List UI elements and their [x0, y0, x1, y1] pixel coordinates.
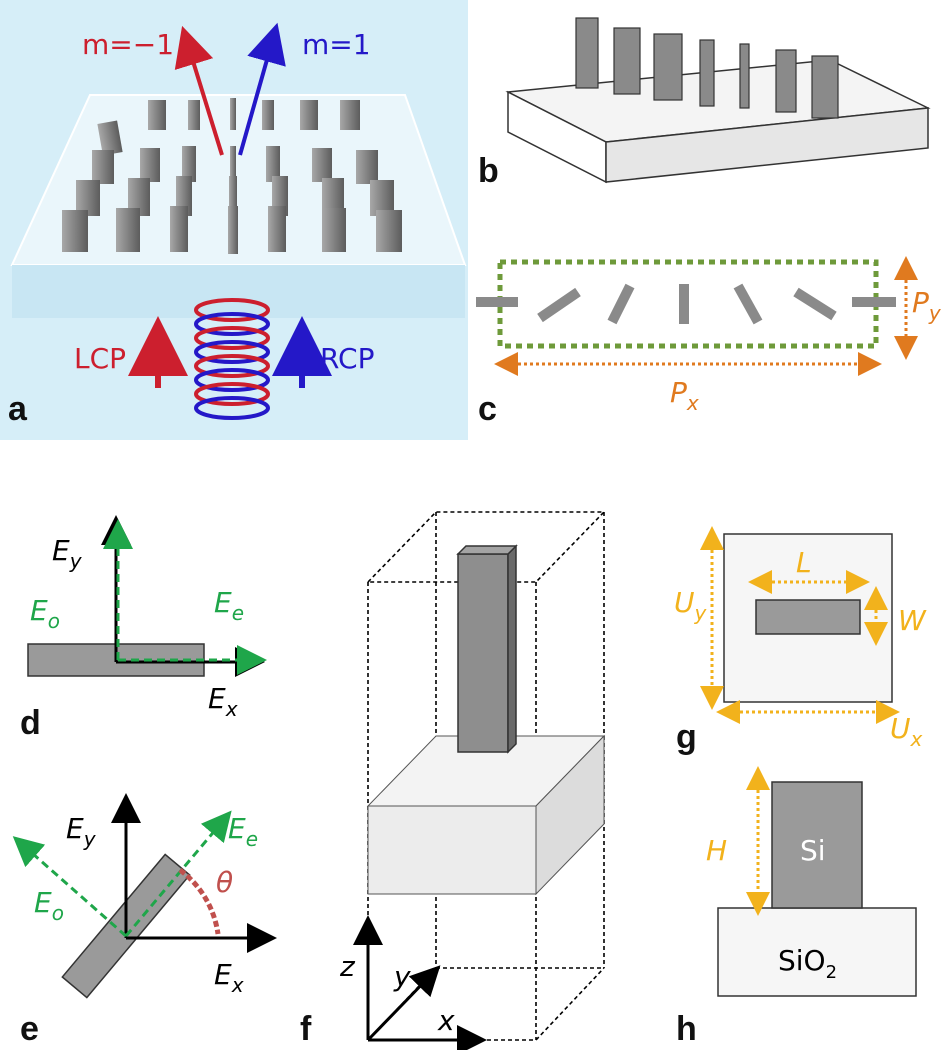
pillar	[699, 39, 715, 107]
panel-letter-b: b	[478, 152, 499, 190]
pillar	[613, 27, 641, 95]
panel-d: Ey Eo Ee Ex d	[20, 515, 267, 742]
pillar-row	[575, 17, 839, 119]
pillar	[733, 283, 763, 325]
pillar	[140, 148, 160, 182]
pillar	[170, 206, 188, 252]
pillar	[148, 100, 166, 130]
pillar	[268, 206, 286, 252]
panel-letter-d: d	[20, 704, 41, 742]
m-plus-label: m=1	[302, 28, 371, 61]
z-axis-label: z	[339, 950, 356, 983]
pillar	[340, 100, 360, 130]
pillar	[128, 178, 150, 216]
panel-g: L W Uy Ux g	[674, 526, 927, 756]
pillar-array	[62, 98, 402, 254]
panel-letter-h: h	[676, 1010, 697, 1048]
x-axis-label: x	[437, 1004, 455, 1037]
pillar	[811, 55, 839, 119]
pillar	[322, 178, 344, 216]
panel-letter-g: g	[676, 718, 697, 756]
pillar	[775, 49, 797, 113]
pillar	[228, 206, 238, 254]
panel-b: b	[478, 17, 931, 190]
W-label: W	[898, 604, 927, 637]
pillar-side	[507, 544, 517, 754]
rcp-label: RCP	[320, 342, 375, 375]
pillar	[62, 210, 88, 252]
m-plus-beam-arrow	[238, 22, 286, 156]
panel-h: H Si SiO2 h	[676, 766, 917, 1048]
pillar	[322, 208, 346, 252]
eo-field-arrow	[12, 836, 127, 938]
pillar	[739, 43, 750, 109]
pillar	[262, 100, 274, 130]
pillar-orientation-row	[476, 283, 896, 325]
H-label: H	[706, 834, 727, 867]
pillar-front	[457, 553, 509, 753]
panel-c: Px Py c	[476, 256, 942, 428]
e-ey-label: Ey	[66, 812, 97, 851]
pillar	[116, 208, 140, 252]
py-label: Py	[912, 286, 942, 325]
si-label: Si	[800, 834, 826, 867]
Uy-label: Uy	[674, 586, 708, 625]
pillar	[92, 150, 114, 184]
sio2-label: SiO2	[778, 944, 837, 983]
d-ee-label: Ee	[214, 586, 244, 625]
pillar	[230, 98, 236, 130]
ee-field-arrow	[124, 810, 232, 937]
px-label: Px	[670, 376, 699, 415]
helix-icon	[194, 298, 270, 420]
substrate-block-front	[367, 805, 537, 895]
e-ee-label: Ee	[228, 812, 258, 851]
pillar	[188, 100, 200, 130]
pillar	[356, 150, 378, 184]
y-axis-label: y	[393, 960, 411, 993]
panel-e: θ Ey Ee Eo Ex e	[12, 793, 277, 1048]
substrate-side-view	[717, 907, 917, 997]
pillar-side-view	[771, 781, 863, 909]
substrate-block-side	[535, 734, 605, 896]
theta-label: θ	[216, 866, 233, 899]
pillar	[229, 176, 237, 216]
pillar	[653, 33, 683, 101]
pillar	[575, 17, 599, 89]
panel-letter-e: e	[20, 1010, 39, 1048]
pillar	[182, 146, 196, 182]
Ux-label: Ux	[890, 712, 923, 751]
d-ey-label: Ey	[52, 534, 83, 573]
m-minus-label: m=−1	[82, 28, 174, 61]
panel-letter-f: f	[300, 1010, 312, 1048]
pillar	[312, 148, 332, 182]
d-eo-label: Eo	[30, 594, 60, 633]
m-minus-beam-arrow	[174, 25, 224, 156]
e-ex-label: Ex	[214, 958, 244, 997]
pillar	[97, 120, 123, 156]
glass-substrate-side	[12, 265, 465, 318]
pillar	[607, 283, 635, 325]
pillar-top	[456, 545, 518, 555]
lcp-label: LCP	[74, 342, 126, 375]
panel-letter-a: a	[8, 390, 28, 428]
pillar	[266, 146, 280, 182]
substrate-side	[605, 107, 929, 183]
pillar	[300, 100, 318, 130]
d-ex-label: Ex	[208, 682, 238, 721]
panel-f: z y x f	[300, 511, 606, 1050]
pillar	[376, 210, 402, 252]
panel-letter-c: c	[478, 390, 497, 428]
y-axis-arrow	[366, 965, 441, 1042]
theta-arc	[178, 867, 221, 935]
pillar	[230, 146, 236, 182]
panel-a: m=−1 m=1 LCP RCP a	[0, 0, 468, 440]
e-eo-label: Eo	[34, 886, 64, 925]
pillar	[793, 287, 837, 321]
nanofin-top-view	[755, 599, 861, 635]
L-label: L	[796, 546, 812, 579]
pillar	[537, 287, 581, 323]
